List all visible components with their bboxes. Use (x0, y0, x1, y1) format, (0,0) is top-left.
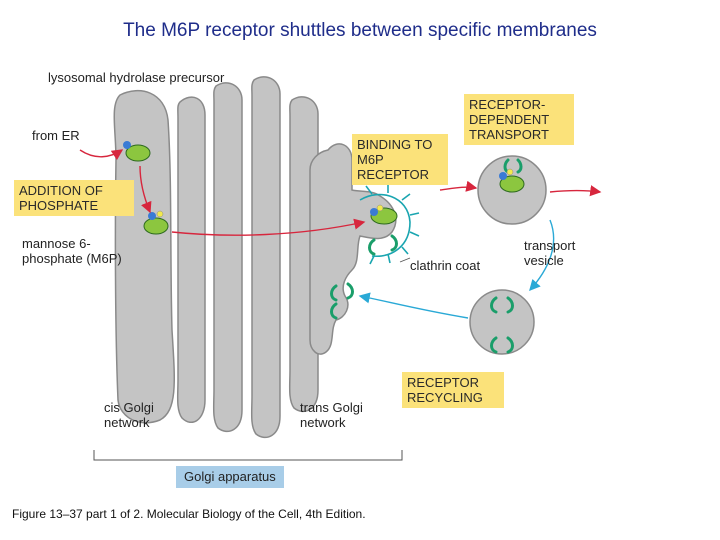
hydrolase-vesicle (499, 175, 525, 193)
arrow-to-vesicle (439, 180, 478, 192)
arrow-phosphorylation (139, 165, 152, 214)
sugar-cis (123, 141, 131, 149)
arrow-onward (549, 185, 602, 197)
sugar-phosphorylated (148, 212, 156, 220)
golgi-cisterna-1 (176, 96, 206, 423)
cis-golgi-cisterna (113, 90, 176, 424)
binding-to-m6p-receptor-box: BINDING TO M6P RECEPTOR (352, 134, 448, 185)
arrow-recycle-down (529, 219, 555, 292)
hydrolase-phosphorylated (143, 217, 169, 235)
mannose-6-phosphate-label: mannose 6-phosphate (M6P) (22, 236, 122, 266)
from-er-label: from ER (32, 128, 80, 143)
slide-title: The M6P receptor shuttles between specif… (123, 20, 597, 41)
phosphate-vesicle (506, 168, 514, 176)
recycling-receptors (490, 296, 514, 354)
transport-vesicle-label: transport vesicle (524, 238, 576, 268)
golgi-cisterna-2 (212, 82, 243, 433)
clathrin-leader (399, 257, 411, 263)
golgi-apparatus-box: Golgi apparatus (176, 466, 284, 488)
m6p-receptors-tgn (330, 234, 398, 320)
lysosomal-hydrolase-label: lysosomal hydrolase precursor (48, 70, 225, 85)
arrow-from-er (79, 149, 124, 161)
figure-caption: Figure 13–37 part 1 of 2. Molecular Biol… (12, 507, 366, 521)
phosphate-added (156, 210, 164, 218)
arrow-to-tgn (171, 218, 366, 236)
trans-golgi-network-label: trans Golgi network (300, 400, 363, 430)
phosphate-bound (376, 204, 384, 212)
receptor-dependent-transport-box: RECEPTOR-DEPENDENT TRANSPORT (464, 94, 574, 145)
arrow-recycle-back (358, 292, 469, 319)
m6p-sugar-bound (370, 208, 378, 216)
addition-of-phosphate-box: ADDITION OF PHOSPHATE (14, 180, 134, 216)
golgi-bracket (93, 450, 403, 461)
receptor-recycling-box: RECEPTOR RECYCLING (402, 372, 504, 408)
clathrin-coat-label: clathrin coat (410, 258, 481, 273)
clathrin-coat-bud (359, 184, 420, 265)
sugar-vesicle (499, 172, 507, 180)
golgi-cisterna-3 (250, 76, 281, 439)
recycling-vesicle (469, 289, 535, 355)
hydrolase-cis (125, 144, 151, 162)
cis-golgi-network-label: cis Golgi network (104, 400, 154, 430)
